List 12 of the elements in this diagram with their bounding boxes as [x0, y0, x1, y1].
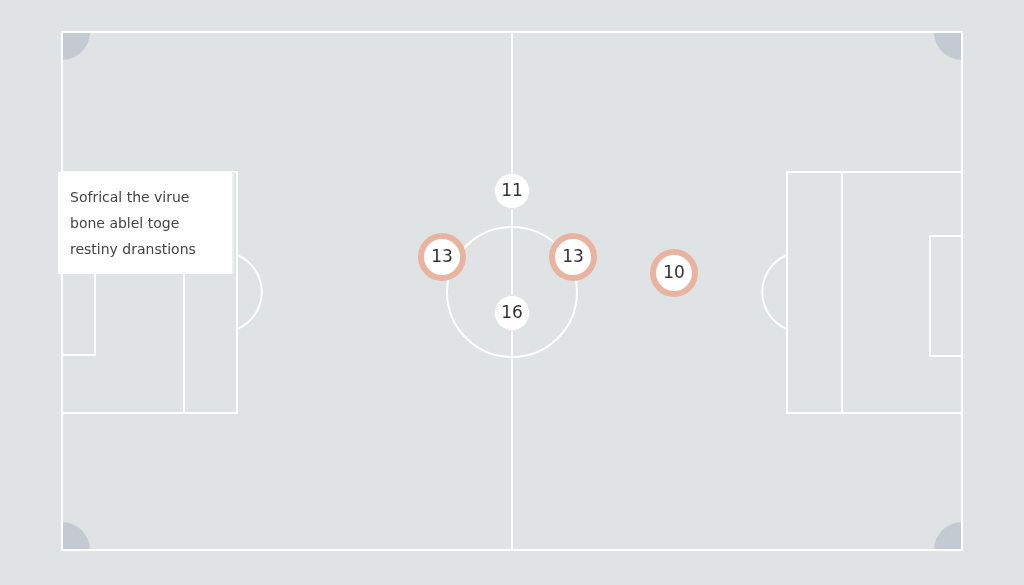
player-number: 16: [501, 301, 523, 325]
note-card: [58, 172, 232, 274]
player-number: 13: [431, 245, 453, 269]
player-number: 11: [501, 179, 523, 203]
player-marker: [494, 173, 530, 209]
player-marker: [549, 233, 597, 281]
player-marker: [650, 249, 698, 297]
player-number: 10: [663, 261, 685, 285]
player-marker: [494, 295, 530, 331]
player-number: 13: [562, 245, 584, 269]
note-text: Sofrical the virue bone ablel toge restiny dranstions: [70, 188, 197, 259]
player-marker: [418, 233, 466, 281]
